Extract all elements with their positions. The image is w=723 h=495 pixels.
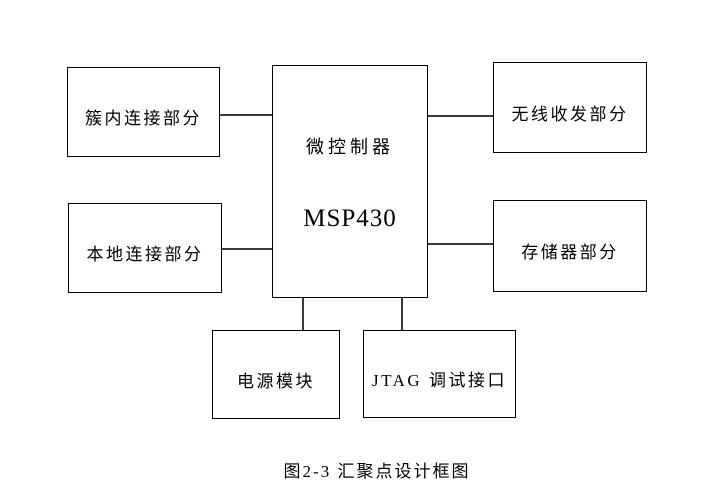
- connector-mcu-to-memory: [428, 243, 493, 245]
- wireless-transceiver-label: 无线收发部分: [511, 104, 629, 124]
- box-wireless-transceiver: 无线收发部分: [493, 62, 647, 153]
- connector-cluster-to-mcu: [220, 114, 272, 116]
- box-memory: 存储器部分: [493, 200, 647, 292]
- box-cluster-connection: 簇内连接部分: [67, 67, 220, 157]
- connector-local-to-mcu: [222, 248, 272, 250]
- microcontroller-chip-name: MSP430: [303, 205, 397, 232]
- microcontroller-title: 微控制器: [306, 137, 394, 157]
- power-module-label: 电源模块: [237, 371, 315, 391]
- jtag-debug-interface-label: JTAG 调试接口: [372, 371, 507, 390]
- connector-mcu-to-power: [302, 298, 304, 330]
- box-local-connection: 本地连接部分: [68, 203, 222, 293]
- cluster-connection-label: 簇内连接部分: [85, 109, 202, 128]
- connector-mcu-to-wireless: [428, 115, 493, 117]
- box-jtag-debug-interface: JTAG 调试接口: [363, 330, 516, 418]
- box-power-module: 电源模块: [212, 330, 340, 419]
- figure-caption: 图2-3 汇聚点设计框图: [283, 462, 471, 481]
- memory-label: 存储器部分: [521, 243, 619, 262]
- local-connection-label: 本地连接部分: [86, 245, 204, 264]
- connector-mcu-to-jtag: [401, 298, 403, 330]
- box-microcontroller: 微控制器 MSP430: [272, 65, 428, 298]
